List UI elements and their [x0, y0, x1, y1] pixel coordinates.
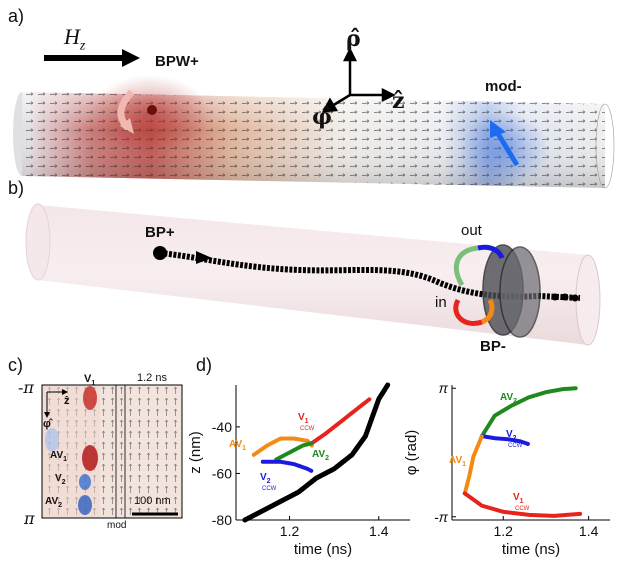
panel-c-v2: V2 — [55, 473, 66, 486]
v1-sub: 1 — [91, 380, 96, 388]
panel-d-label: d) — [196, 355, 213, 375]
field-label: Hz — [64, 24, 85, 54]
series-V1 — [462, 491, 583, 518]
y-tick-label: -80 — [212, 512, 232, 528]
panel-b-label: b) — [8, 178, 25, 198]
label-v2-right-ccw: CCW — [508, 443, 523, 449]
zhat-label: ẑ — [392, 88, 405, 114]
field-label-sub: z — [79, 38, 86, 54]
label-av1-left: AV1 — [229, 439, 246, 452]
field-arrow — [44, 49, 140, 67]
av2-text: AV — [45, 496, 59, 507]
y-tick-label: -40 — [212, 419, 232, 435]
x-tick-label: 1.2 — [280, 523, 300, 539]
label-av1-right: AV1 — [449, 455, 466, 468]
panel-c-phi-axis: φ̂ — [43, 418, 51, 430]
x-axis-label: time (ns) — [502, 541, 560, 558]
out-label: out — [461, 222, 482, 239]
rho-label: ρ̂ — [346, 26, 361, 52]
av2-sub: 2 — [58, 502, 63, 509]
series-core — [242, 382, 391, 523]
y-tick-label: -60 — [212, 465, 232, 481]
y-tick-label: π — [439, 380, 449, 396]
label-v1-right-ccw: CCW — [515, 506, 530, 512]
x-tick-label: 1.4 — [369, 523, 389, 539]
mod-label: mod- — [485, 78, 522, 95]
v2-sub: 2 — [61, 479, 66, 486]
bpw-label: BPW+ — [155, 53, 199, 70]
label-av1-left-sub: 1 — [242, 445, 246, 452]
series-AV1 — [251, 436, 314, 457]
panel-c-z-axis: ẑ — [64, 395, 70, 407]
panel-c-top-tick: -π — [18, 378, 34, 397]
label-av2-right: AV2 — [500, 392, 517, 405]
panel-c-v1: V1 — [84, 373, 95, 387]
series-V2 — [479, 434, 531, 447]
bp-minus-label: BP- — [480, 338, 506, 355]
v2-text: V — [55, 473, 62, 484]
label-v1-right-sub: 1 — [520, 498, 524, 505]
av1-sub: 1 — [63, 456, 68, 463]
panel-c-scale: 100 nm — [134, 495, 171, 507]
av1-text: AV — [50, 450, 64, 461]
label-av1-right-sub: 1 — [462, 461, 466, 468]
nanotube-a — [13, 75, 615, 189]
bpw-rotation-arrow — [117, 89, 157, 134]
panel-a-label: a) — [8, 6, 25, 26]
panel-c-map — [41, 384, 183, 519]
series-V1 — [309, 397, 372, 446]
label-v2-left-ccw: CCW — [262, 486, 277, 492]
label-v1-left: V1 — [298, 412, 309, 425]
bp-minus-discs — [482, 244, 541, 338]
panel-c-label: c) — [8, 355, 23, 375]
x-tick-label: 1.4 — [579, 523, 599, 539]
label-v2-left-sub: 2 — [267, 478, 271, 485]
loop-arrows — [453, 244, 505, 326]
series-AV1 — [462, 434, 484, 496]
series-AV2 — [274, 441, 314, 462]
x-axis-label: time (ns) — [294, 541, 352, 558]
y-tick-label: -π — [434, 509, 449, 525]
phi-label: φ̂ — [312, 104, 332, 130]
panel-c-time: 1.2 ns — [137, 372, 167, 384]
label-av2-right-sub: 2 — [513, 398, 517, 405]
label-v1-right: V1 — [513, 492, 524, 505]
label-v2-right: V2 — [506, 429, 517, 442]
panel-c-bottom-tick: π — [24, 509, 35, 528]
series-AV2 — [479, 386, 578, 439]
y-axis-label: z (nm) — [187, 431, 204, 474]
label-av2-left: AV2 — [312, 449, 329, 462]
label-v1-left-ccw: CCW — [300, 426, 315, 432]
nanotube-b — [25, 203, 601, 346]
bp-plus-label: BP+ — [145, 224, 175, 241]
v1-text: V — [84, 373, 92, 385]
y-axis-label: φ (rad) — [403, 430, 420, 476]
x-tick-label: 1.2 — [494, 523, 514, 539]
label-av2-left-sub: 2 — [325, 455, 329, 462]
label-v1-left-sub: 1 — [305, 418, 309, 425]
panel-c-av2: AV2 — [45, 496, 62, 509]
coordinate-frame — [321, 47, 396, 113]
label-v2-left: V2 — [260, 472, 271, 485]
in-label: in — [435, 294, 447, 311]
mod-arrow — [490, 120, 520, 167]
field-label-h: H — [64, 24, 80, 49]
panel-c-mod: mod — [107, 520, 127, 531]
panel-c-av1: AV1 — [50, 450, 67, 463]
series-V2 — [260, 459, 314, 474]
label-v2-right-sub: 2 — [513, 435, 517, 442]
